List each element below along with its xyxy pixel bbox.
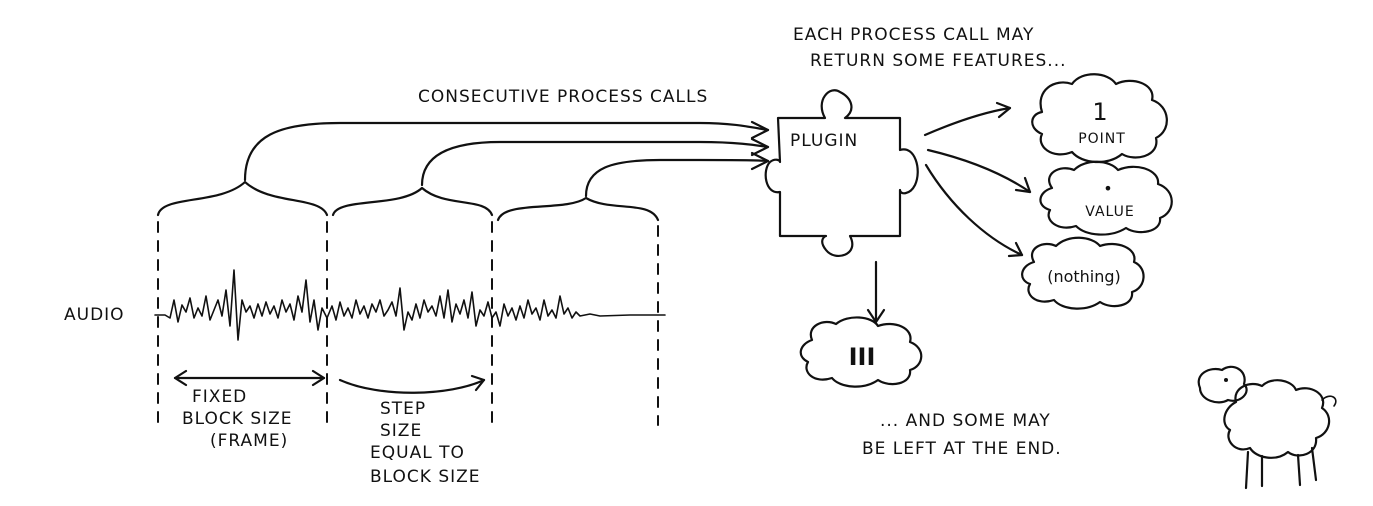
audio-waveform	[154, 269, 666, 341]
bottom-note-line1: ... AND SOME MAY	[880, 411, 1051, 431]
bottom-note-line2: BE LEFT AT THE END.	[862, 439, 1062, 459]
fixed-label-line1: FIXED	[192, 387, 247, 407]
process-call-arrow-3	[584, 151, 770, 198]
fixed-label-line2: BLOCK SIZE	[182, 409, 293, 429]
audio-label: AUDIO	[64, 305, 125, 325]
step-label-line3: EQUAL TO	[370, 443, 465, 463]
cloud-nothing	[1021, 236, 1145, 310]
plugin-label: PLUGIN	[790, 131, 858, 151]
cloud-point	[1031, 73, 1168, 164]
block-brace-3	[496, 196, 660, 222]
step-label-line4: BLOCK SIZE	[370, 467, 481, 487]
step-label-line2: SIZE	[380, 421, 422, 441]
cloud-end	[799, 316, 923, 388]
step-size-arrow	[338, 374, 486, 394]
step-label-line1: STEP	[380, 399, 426, 419]
fixed-block-arrow	[173, 369, 326, 387]
puzzle-piece-icon	[764, 89, 919, 257]
cloud-value-label: VALUE	[1085, 204, 1134, 220]
cloud-point-value: 1	[1092, 98, 1107, 126]
sheep-icon	[1197, 365, 1337, 490]
top-note-line1: EACH PROCESS CALL MAY	[793, 25, 1034, 45]
cloud-value-mark: •	[1103, 179, 1112, 198]
fixed-label-line3: (FRAME)	[210, 431, 288, 451]
output-arrow-end	[866, 260, 886, 324]
output-arrow-point	[923, 101, 1012, 137]
cloud-value	[1039, 160, 1173, 236]
block-brace-2	[331, 186, 494, 217]
output-arrow-value	[926, 148, 1032, 194]
cloud-end-label: III	[849, 343, 876, 371]
block-brace-1	[156, 180, 329, 217]
output-arrow-nothing	[924, 163, 1024, 258]
cloud-nothing-label: (nothing)	[1047, 267, 1121, 286]
consecutive-calls-label: CONSECUTIVE PROCESS CALLS	[418, 87, 708, 107]
process-call-arrow-2	[420, 137, 770, 187]
cloud-point-label: POINT	[1078, 131, 1126, 147]
top-note-line2: RETURN SOME FEATURES...	[810, 51, 1067, 71]
process-call-arrow-1	[243, 120, 770, 182]
